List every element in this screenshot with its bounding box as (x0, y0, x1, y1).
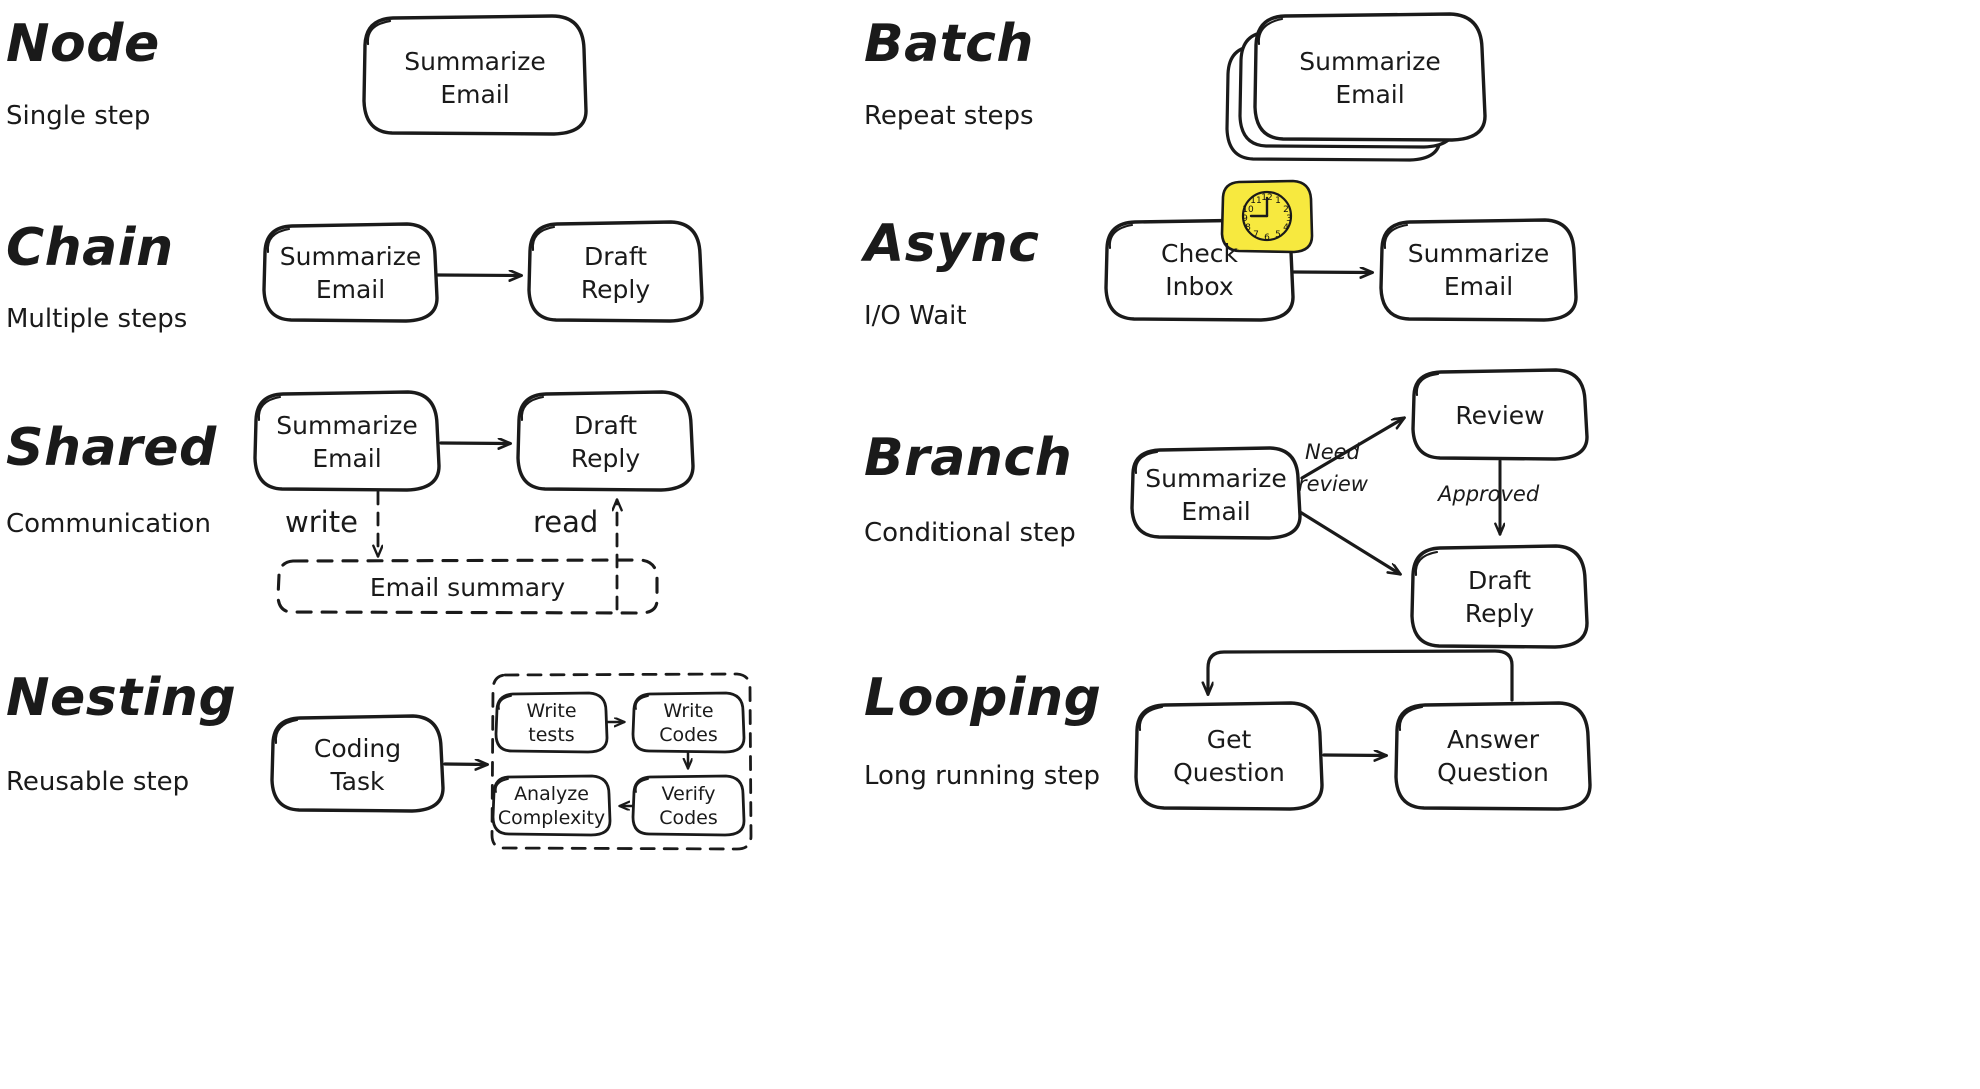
edge-loop-forward (1322, 755, 1386, 756)
node-box-chain-summarize (262, 222, 439, 323)
svg-text:12: 12 (1261, 193, 1272, 203)
section-subtitle-chain: Multiple steps (6, 304, 188, 334)
node-box-branch-summarize (1130, 446, 1302, 540)
edge-label-need-review-1: Need (1305, 440, 1360, 464)
section-title-branch: Branch (864, 428, 1073, 488)
node-box-chain-draft (527, 220, 704, 323)
svg-text:8: 8 (1245, 223, 1251, 233)
clock-icon (1220, 179, 1314, 254)
edge-shared-main (439, 443, 510, 444)
edge-async-1 (1292, 272, 1372, 273)
svg-text:5: 5 (1275, 230, 1281, 240)
node-box-branch-draft (1410, 544, 1589, 649)
batch-stack-card-1 (1253, 12, 1487, 142)
node-box-review (1411, 368, 1589, 461)
svg-text:6: 6 (1264, 233, 1270, 243)
section-title-shared: Shared (6, 418, 217, 478)
svg-text:4: 4 (1283, 223, 1289, 233)
node-box-analyze-complexity (491, 774, 612, 837)
section-title-batch: Batch (864, 14, 1034, 74)
edge-label-need-review-2: review (1298, 472, 1368, 496)
edge-chain-1 (436, 275, 521, 276)
node-box-async-summarize (1379, 218, 1578, 322)
svg-text:10: 10 (1242, 205, 1254, 215)
node-box-summarize-email (362, 14, 588, 136)
section-title-async: Async (864, 214, 1040, 274)
node-box-shared-summarize (253, 390, 441, 492)
svg-text:2: 2 (1283, 205, 1289, 215)
shared-store-box (276, 558, 659, 615)
section-subtitle-async: I/O Wait (864, 301, 967, 331)
nesting-flow-group (490, 672, 753, 851)
edge-label-approved: Approved (1438, 482, 1540, 506)
svg-text:7: 7 (1253, 230, 1259, 240)
svg-text:9: 9 (1242, 214, 1248, 224)
section-subtitle-node: Single step (6, 101, 151, 131)
svg-text:1: 1 (1275, 196, 1281, 206)
svg-text:11: 11 (1250, 196, 1261, 206)
section-title-chain: Chain (6, 218, 174, 278)
edge-loop-back (1208, 649, 1514, 702)
section-subtitle-shared: Communication (6, 509, 211, 539)
section-subtitle-looping: Long running step (864, 761, 1101, 791)
edge-need-review (1300, 418, 1404, 480)
clock-dial-numbers: 12 1 2 3 4 5 6 7 8 9 10 11 (1242, 193, 1292, 243)
section-title-node: Node (6, 14, 160, 74)
section-subtitle-nesting: Reusable step (6, 767, 190, 797)
node-box-write-codes (631, 691, 746, 754)
edge-label-read: read (533, 505, 599, 539)
node-box-answer-question (1394, 701, 1592, 811)
node-box-get-question (1134, 701, 1324, 811)
section-subtitle-branch: Conditional step (864, 518, 1076, 548)
node-box-verify-codes (631, 774, 746, 837)
section-title-nesting: Nesting (6, 668, 237, 728)
section-title-looping: Looping (864, 668, 1102, 728)
node-box-coding-task (270, 714, 445, 813)
edge-nesting-in (443, 764, 487, 765)
node-box-shared-draft (516, 390, 695, 492)
section-subtitle-batch: Repeat steps (864, 101, 1034, 131)
edge-branch-direct (1298, 510, 1400, 574)
node-box-write-tests (494, 691, 609, 754)
svg-text:3: 3 (1286, 214, 1292, 224)
edge-label-write: write (285, 505, 358, 539)
